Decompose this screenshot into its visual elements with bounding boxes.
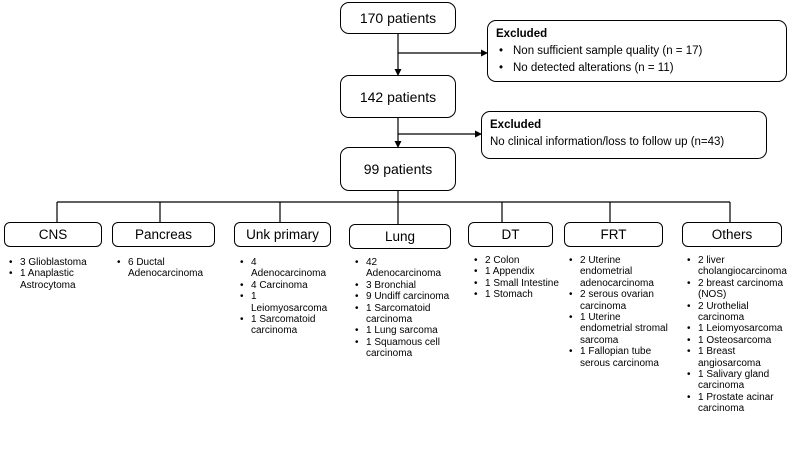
list-item: 2 Colon: [473, 255, 567, 267]
list-item: 1 Squamous cell carcinoma: [354, 337, 452, 360]
exclusion-box-2: Excluded No clinical information/loss to…: [481, 111, 767, 159]
list-item: 4 Carcinoma: [239, 280, 331, 292]
category-lung: Lung: [349, 224, 451, 249]
exclusion-text: No clinical information/loss to follow u…: [490, 136, 725, 148]
list-item: 2 liver cholangiocarcinoma: [686, 255, 796, 278]
list-item: 42 Adenocarcinoma: [354, 257, 452, 280]
list-item: 9 Undiff carcinoma: [354, 291, 452, 303]
list-item: 1 Anaplastic Astrocytoma: [8, 268, 104, 291]
list-item: 3 Glioblastoma: [8, 257, 104, 269]
node-170-patients: 170 patients: [340, 2, 456, 34]
list-item: 2 Uterine endometrial adenocarcinoma: [568, 255, 670, 289]
list-item: 6 Ductal Adenocarcinoma: [116, 257, 220, 280]
list-item: 1 Small Intestine: [473, 278, 567, 290]
category-label: Unk primary: [246, 227, 319, 242]
list-item: 1 Osteosarcoma: [686, 335, 796, 347]
list-item: 1 Lung sarcoma: [354, 325, 452, 337]
category-others: Others: [682, 222, 782, 247]
category-label: FRT: [600, 227, 627, 242]
list-item: 1 Breast angiosarcoma: [686, 346, 796, 369]
exclusion-box-1: Excluded Non sufficient sample quality (…: [487, 20, 787, 82]
list-item: 1 Leiomyosarcoma: [239, 291, 331, 314]
node-99-patients: 99 patients: [340, 147, 456, 191]
list-item: 1 Appendix: [473, 266, 567, 278]
category-label: Others: [711, 227, 753, 242]
list-cns: 3 Glioblastoma 1 Anaplastic Astrocytoma: [8, 257, 104, 291]
category-unk-primary: Unk primary: [234, 222, 331, 247]
list-item: 1 Sarcomatoid carcinoma: [239, 314, 331, 337]
node-label: 142 patients: [359, 88, 437, 105]
list-item: 3 Bronchial: [354, 280, 452, 292]
category-frt: FRT: [564, 222, 663, 247]
category-label: Lung: [384, 229, 416, 244]
list-item: 1 Uterine endometrial stromal sarcoma: [568, 312, 670, 346]
list-item: 1 Prostate acinar carcinoma: [686, 392, 796, 415]
list-item: 1 Salivary gland carcinoma: [686, 369, 796, 392]
category-dt: DT: [468, 222, 553, 247]
category-label: CNS: [38, 227, 68, 242]
list-frt: 2 Uterine endometrial adenocarcinoma 2 s…: [568, 255, 670, 369]
node-label: 99 patients: [363, 161, 433, 177]
list-item: 1 Fallopian tube serous carcinoma: [568, 346, 670, 369]
category-cns: CNS: [4, 222, 102, 247]
category-pancreas: Pancreas: [112, 222, 215, 247]
list-item: 4 Adenocarcinoma: [239, 257, 331, 280]
list-lung: 42 Adenocarcinoma 3 Bronchial 9 Undiff c…: [354, 257, 452, 360]
node-142-patients: 142 patients: [340, 75, 456, 118]
list-pancreas: 6 Ductal Adenocarcinoma: [116, 257, 220, 280]
node-label: 170 patients: [359, 10, 437, 26]
exclusion-title: Excluded: [496, 28, 548, 40]
list-others: 2 liver cholangiocarcinoma 2 breast carc…: [686, 255, 796, 415]
list-dt: 2 Colon 1 Appendix 1 Small Intestine 1 S…: [473, 255, 567, 301]
list-item: 1 Sarcomatoid carcinoma: [354, 303, 452, 326]
category-label: DT: [501, 227, 520, 242]
list-unk-primary: 4 Adenocarcinoma 4 Carcinoma 1 Leiomyosa…: [239, 257, 331, 337]
exclusion-item: Non sufficient sample quality (n = 17): [499, 43, 778, 60]
list-item: 2 serous ovarian carcinoma: [568, 289, 670, 312]
list-item: 2 Urothelial carcinoma: [686, 301, 796, 324]
list-item: 1 Stomach: [473, 289, 567, 301]
exclusion-title: Excluded: [490, 119, 542, 131]
list-item: 1 Leiomyosarcoma: [686, 323, 796, 335]
list-item: 2 breast carcinoma (NOS): [686, 278, 796, 301]
exclusion-item: No detected alterations (n = 11): [499, 60, 778, 77]
category-label: Pancreas: [134, 227, 193, 242]
